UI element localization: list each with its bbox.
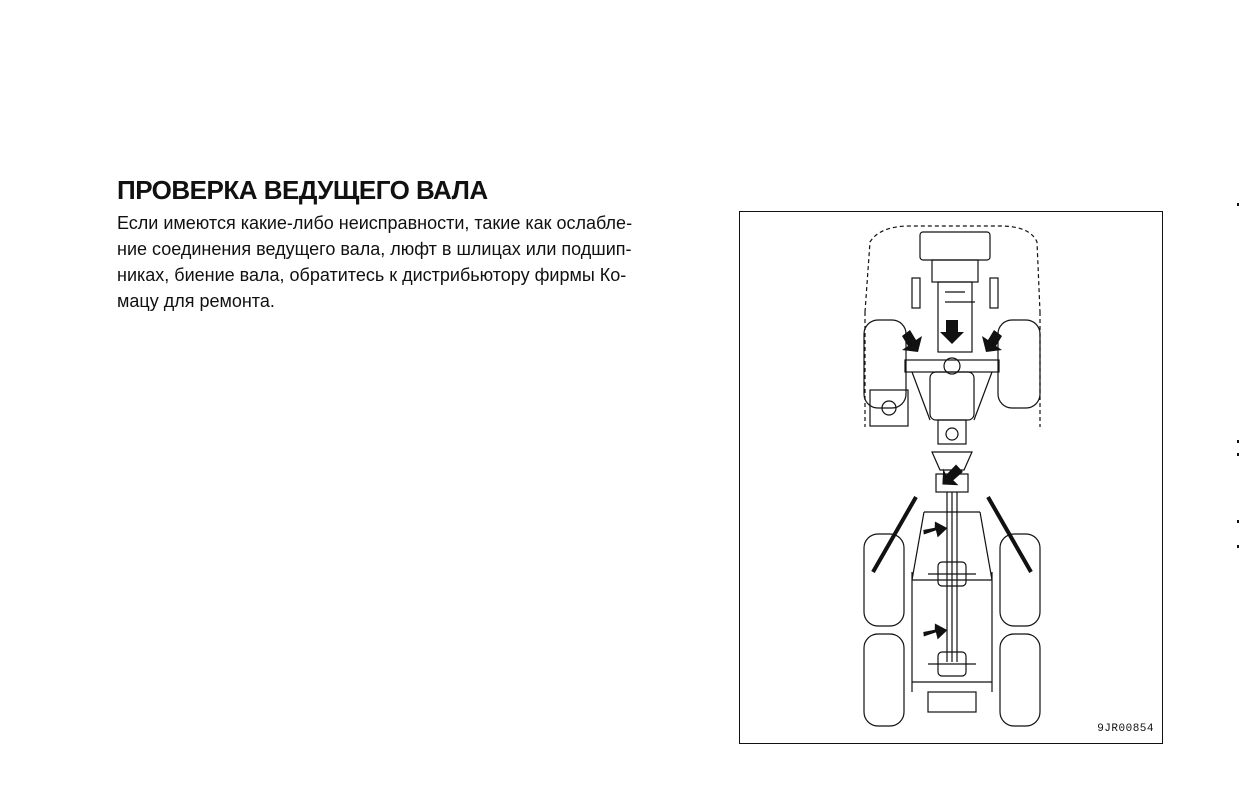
paragraph-line: Если имеются какие-либо неисправности, т… (117, 213, 633, 233)
page-edge-mark (1237, 203, 1239, 206)
section-title: ПРОВЕРКА ВЕДУЩЕГО ВАЛА (117, 175, 488, 205)
body-paragraph: Если имеются какие-либо неисправности, т… (117, 210, 717, 314)
page-edge-mark (1237, 520, 1239, 523)
paragraph-line: мацу для ремонта. (117, 291, 275, 311)
page-edge-mark (1237, 453, 1239, 456)
arrow-icon (902, 320, 1002, 640)
page-edge-mark (1237, 545, 1239, 548)
paragraph-line: ние соединения ведущего вала, люфт в шли… (117, 239, 632, 259)
drive-shaft-figure: 9JR00854 (739, 211, 1163, 744)
figure-code: 9JR00854 (1097, 723, 1154, 735)
paragraph-line: никах, биение вала, обратитесь к дистриб… (117, 265, 627, 285)
machine-top-view-drawing (863, 225, 1041, 727)
page-edge-mark (1237, 440, 1239, 443)
